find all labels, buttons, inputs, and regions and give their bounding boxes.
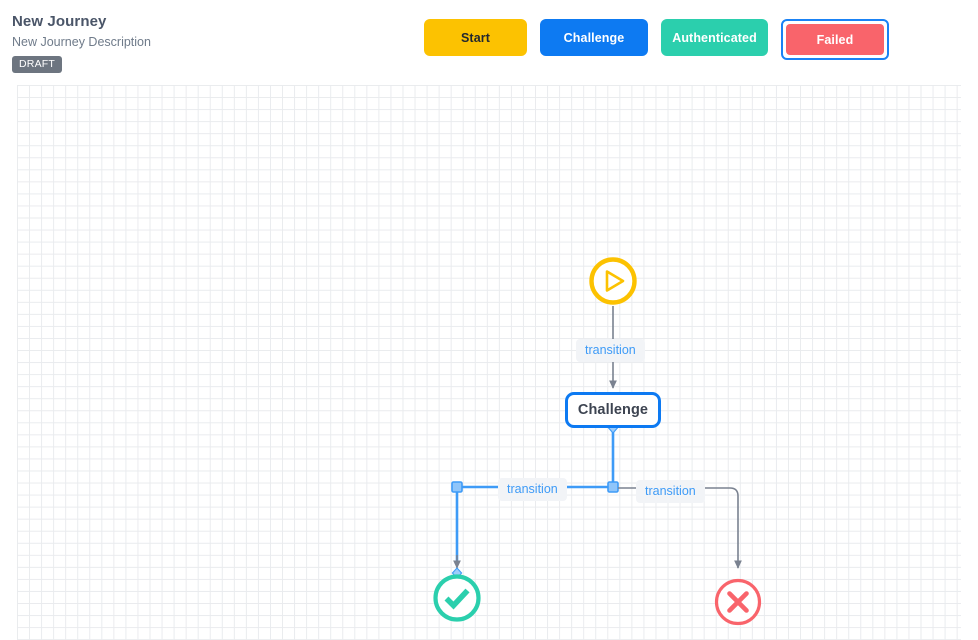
journey-canvas[interactable]: Challenge transition transition transiti…: [17, 85, 961, 640]
page-title: New Journey: [12, 13, 107, 30]
edge-challenge-to-failed[interactable]: [618, 487, 742, 569]
journey-description: New Journey Description: [12, 35, 151, 49]
node-challenge-box[interactable]: Challenge: [565, 392, 661, 428]
journey-meta: New Journey New Journey Description DRAF…: [12, 12, 392, 73]
x-circle-icon: [714, 578, 762, 626]
edges-layer: [451, 306, 742, 579]
node-start[interactable]: [588, 256, 638, 306]
palette-button-challenge[interactable]: Challenge: [540, 19, 648, 56]
node-challenge[interactable]: Challenge: [565, 392, 661, 428]
palette-button-authenticated[interactable]: Authenticated: [661, 19, 768, 56]
node-challenge-label: Challenge: [577, 402, 649, 418]
edge-label-challenge-to-authenticated[interactable]: transition: [498, 478, 567, 501]
edge-waypoint-handle-left[interactable]: [451, 481, 463, 493]
palette-button-failed-wrap: Failed: [781, 19, 889, 60]
app-header: New Journey New Journey Description DRAF…: [0, 0, 978, 84]
palette-button-failed[interactable]: Failed: [786, 24, 884, 55]
status-badge: DRAFT: [12, 56, 62, 73]
palette-button-challenge-wrap: Challenge: [540, 19, 648, 56]
check-circle-icon: [433, 574, 481, 622]
palette-button-authenticated-wrap: Authenticated: [661, 19, 768, 56]
node-failed[interactable]: [713, 577, 763, 627]
edge-label-challenge-to-failed[interactable]: transition: [636, 480, 705, 503]
play-circle-icon: [589, 257, 637, 305]
palette-button-start[interactable]: Start: [424, 19, 527, 56]
edge-waypoint-handle-right[interactable]: [607, 481, 619, 493]
node-palette: Start Challenge Authenticated Failed: [424, 19, 889, 60]
node-authenticated[interactable]: [432, 573, 482, 623]
edge-label-start-to-challenge[interactable]: transition: [576, 339, 645, 362]
palette-button-start-wrap: Start: [424, 19, 527, 56]
